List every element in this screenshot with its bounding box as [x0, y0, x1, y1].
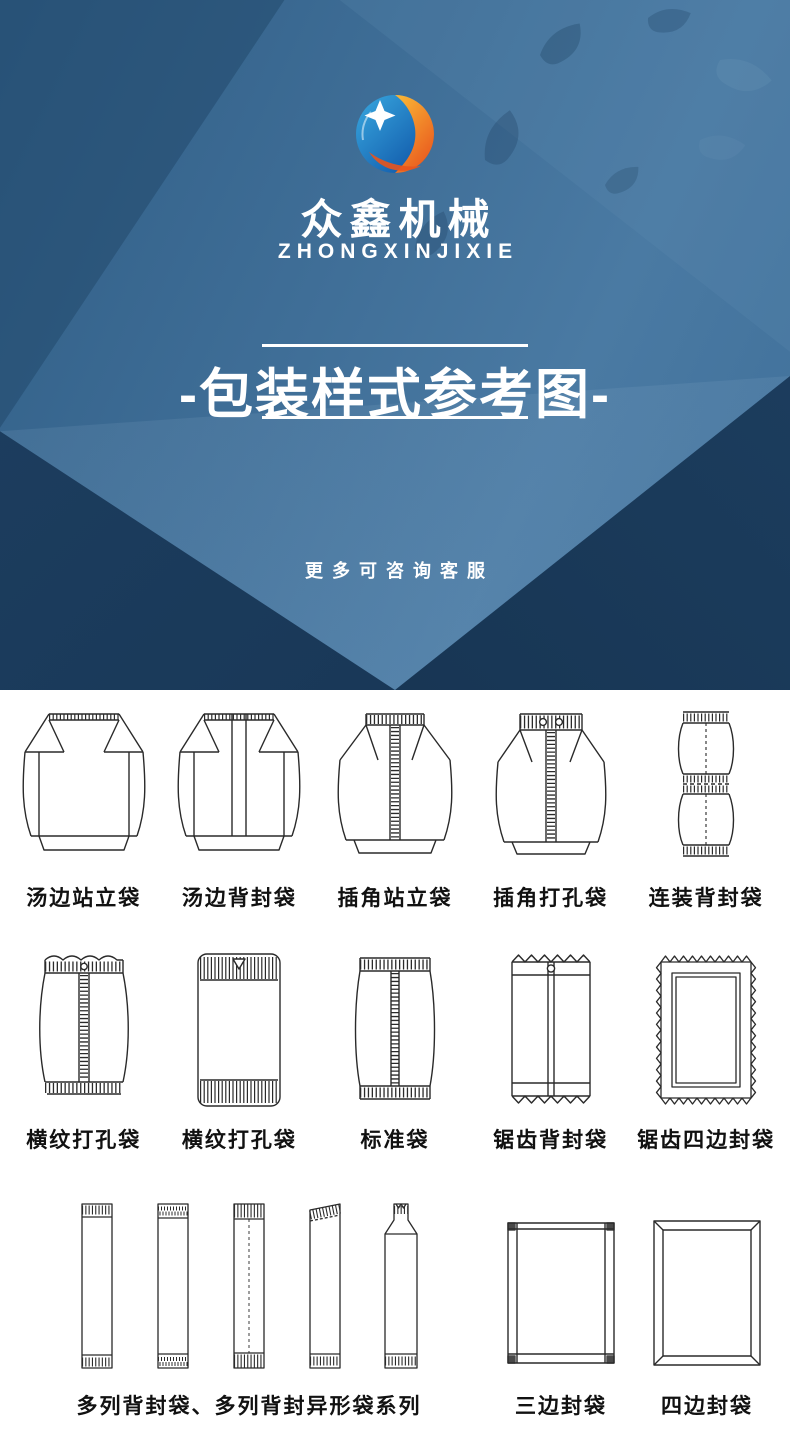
company-name-en: ZHONGXINJIXIE: [277, 240, 519, 263]
bag-card: 标准袋: [317, 946, 473, 1154]
stick-bag-striped-crimp-icon: [233, 1203, 265, 1369]
gallery-row-3: 多列背封袋、多列背封异形袋系列 三边封袋: [6, 1196, 784, 1420]
corner-gusset-standup-bag-icon: [337, 713, 453, 854]
bag-card: 三边封袋: [496, 1215, 626, 1420]
cross-stripe-punched-hang-bag-icon: [197, 953, 282, 1107]
company-logo: [0, 88, 790, 180]
bag-label: 汤边背封袋: [181, 887, 297, 910]
title-divider-top: [262, 344, 528, 347]
bag-label: 连装背封袋: [648, 887, 764, 910]
stick-bag-dotted-crimp-icon: [157, 1203, 189, 1369]
bag-style-gallery: 汤边站立袋 汤边背封袋: [0, 690, 790, 1420]
stick-bag-slant-top-icon: [309, 1203, 341, 1369]
bag-label: 插角站立袋: [337, 887, 453, 910]
page-title: -包装样式参考图-: [179, 365, 611, 425]
gallery-row-2: 横纹打孔袋 横纹打孔袋: [6, 946, 784, 1154]
sawtooth-backseal-bag-icon: [510, 954, 591, 1104]
four-side-seal-bag-icon: [653, 1220, 761, 1366]
bag-card: 连装背封袋: [628, 704, 784, 912]
standard-pillow-bag-icon: [354, 957, 436, 1100]
bag-label: 横纹打孔袋: [26, 1129, 142, 1152]
hero-content: 众鑫机械 ZHONGXINJIXIE -包装样式参考图- 更多可咨询客服: [0, 0, 790, 690]
bag-label: 标准袋: [360, 1129, 430, 1152]
bag-card: 四边封袋: [642, 1215, 772, 1420]
bag-label: 插角打孔袋: [493, 887, 609, 910]
bag-label: 四边封袋: [661, 1395, 753, 1418]
gallery-row-1: 汤边站立袋 汤边背封袋: [6, 704, 784, 912]
bag-card: 插角站立袋: [317, 704, 473, 912]
hero-note: 更多可咨询客服: [305, 561, 494, 581]
leaf-decoration-icon: [415, 9, 772, 256]
three-side-seal-bag-icon: [507, 1222, 615, 1364]
bag-card: 锯齿四边封袋: [628, 946, 784, 1154]
bag-card: 锯齿背封袋: [473, 946, 629, 1154]
gusset-standup-bag-icon: [22, 713, 146, 851]
bag-label: 三边封袋: [515, 1395, 607, 1418]
gusset-backseal-bag-icon: [177, 713, 301, 851]
bag-label: 锯齿背封袋: [493, 1129, 609, 1152]
bag-card: 汤边站立袋: [6, 704, 162, 912]
cross-stripe-punched-bag-icon: [38, 955, 129, 1095]
stick-bag-plain-icon: [81, 1203, 113, 1369]
stick-bag-shaped-neck-icon: [384, 1203, 418, 1369]
bag-group-label: 多列背封袋、多列背封异形袋系列: [76, 1395, 422, 1418]
hero-banner: 众鑫机械 ZHONGXINJIXIE -包装样式参考图- 更多可咨询客服: [0, 0, 790, 690]
bag-card: 横纹打孔袋: [6, 946, 162, 1154]
bag-label: 锯齿四边封袋: [637, 1129, 776, 1152]
bag-card: 插角打孔袋: [473, 704, 629, 912]
bag-label: 汤边站立袋: [26, 887, 142, 910]
bag-card: 横纹打孔袋: [162, 946, 318, 1154]
corner-gusset-punched-bag-icon: [495, 713, 607, 855]
sawtooth-four-side-seal-bag-icon: [656, 955, 757, 1105]
title-divider-bottom: [262, 416, 528, 419]
company-name: 众鑫机械: [300, 196, 497, 243]
bag-card: 汤边背封袋: [162, 704, 318, 912]
globe-swirl-star-logo-icon: [356, 95, 434, 173]
bag-label: 横纹打孔袋: [181, 1129, 297, 1152]
multi-lane-bag-group: 多列背封袋、多列背封异形袋系列: [18, 1196, 480, 1420]
chained-backseal-bag-icon: [677, 711, 735, 857]
stick-bag-set: [67, 1196, 431, 1376]
